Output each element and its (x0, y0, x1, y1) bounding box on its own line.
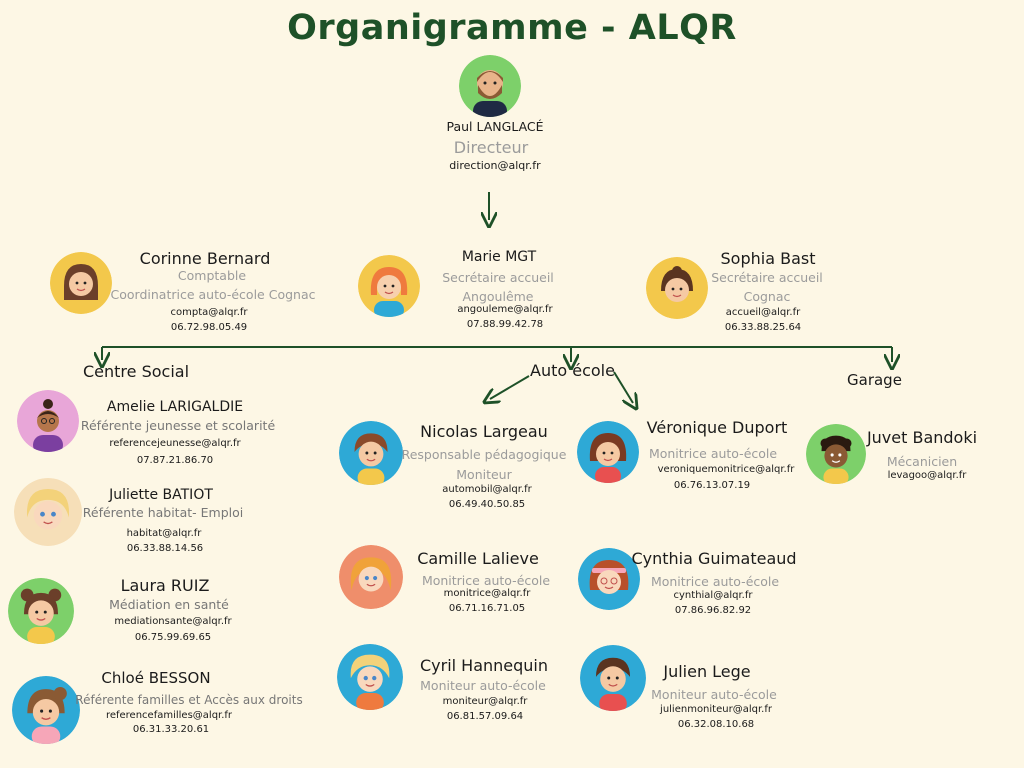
camille-role: Monitrice auto-école (421, 573, 551, 588)
veronique-phone: 06.76.13.07.19 (673, 480, 751, 491)
director-email: direction@alqr.fr (449, 159, 541, 172)
camille-avatar (339, 545, 403, 609)
sophia-avatar (646, 257, 708, 319)
marie-role-2: Angoulême (462, 289, 534, 304)
laura-avatar (8, 578, 74, 644)
nicolas-name: Nicolas Largeau (420, 422, 548, 441)
veronique-name: Véronique Duport (646, 418, 788, 437)
cyril-email: moniteur@alqr.fr (442, 696, 528, 707)
marie-phone: 07.88.99.42.78 (466, 319, 544, 330)
juliette-role: Référente habitat- Emploi (82, 505, 244, 520)
section-garage: Garage (847, 371, 902, 389)
chloe-phone: 06.31.33.20.61 (132, 724, 210, 735)
camille-phone: 06.71.16.71.05 (448, 603, 526, 614)
director-role: Directeur (453, 138, 529, 157)
julien-avatar (580, 645, 646, 711)
nicolas-role: Responsable pédagogique (401, 447, 567, 462)
marie-avatar (358, 255, 420, 317)
juliette-email: habitat@alqr.fr (126, 528, 202, 539)
julien-email: julienmoniteur@alqr.fr (660, 704, 772, 715)
auto-left-arrow (490, 375, 530, 399)
amelie-role: Référente jeunesse et scolarité (80, 418, 276, 433)
juvet-email: levagoo@alqr.fr (887, 470, 967, 481)
cyril-avatar (337, 644, 403, 710)
cyril-role: Moniteur auto-école (420, 678, 546, 693)
nicolas-email: automobil@alqr.fr (442, 484, 532, 495)
nicolas-avatar (339, 421, 403, 485)
camille-name: Camille Lalieve (417, 549, 539, 568)
sophia-role: Secrétaire accueil (711, 270, 823, 285)
juvet-name: Juvet Bandoki (866, 428, 978, 447)
page-title: Organigramme - ALQR (287, 8, 737, 48)
juliette-name: Juliette BATIOT (109, 487, 213, 503)
sophia-email: accueil@alqr.fr (725, 307, 801, 318)
cyril-name: Cyril Hannequin (419, 656, 549, 675)
cyril-phone: 06.81.57.09.64 (446, 711, 524, 722)
sophia-role-2: Cognac (743, 289, 791, 304)
veronique-role: Monitrice auto-école (648, 446, 778, 461)
juliette-phone: 06.33.88.14.56 (126, 543, 204, 554)
section-auto-ecole: Auto école (530, 361, 615, 380)
director-avatar (459, 55, 521, 117)
juvet-role: Mécanicien (886, 454, 958, 469)
julien-role: Moniteur auto-école (651, 687, 777, 702)
amelie-avatar (17, 390, 79, 452)
amelie-name: Amelie LARIGALDIE (106, 399, 244, 415)
chloe-avatar (12, 676, 80, 744)
chloe-name: Chloé BESSON (101, 669, 211, 687)
julien-name: Julien Lege (663, 662, 751, 681)
veronique-avatar (577, 421, 639, 483)
laura-phone: 06.75.99.69.65 (134, 632, 212, 643)
nicolas-phone: 06.49.40.50.85 (448, 499, 526, 510)
laura-name: Laura RUIZ (120, 576, 210, 595)
marie-name: Marie MGT (461, 249, 537, 265)
corinne-avatar (50, 252, 112, 314)
corinne-email: compta@alqr.fr (170, 307, 248, 318)
cynthia-phone: 07.86.96.82.92 (674, 605, 752, 616)
chloe-email: referencefamilles@alqr.fr (105, 710, 233, 721)
chloe-role: Référente familles et Accès aux droits (75, 693, 303, 707)
marie-email: angouleme@alqr.fr (457, 304, 553, 315)
sophia-phone: 06.33.88.25.64 (724, 322, 802, 333)
veronique-email: veroniquemonitrice@alqr.fr (657, 464, 795, 475)
laura-role: Médiation en santé (109, 597, 229, 612)
nicolas-role-2: Moniteur (456, 467, 512, 482)
marie-role: Secrétaire accueil (442, 270, 554, 285)
julien-phone: 06.32.08.10.68 (677, 719, 755, 730)
corinne-role-2: Coordinatrice auto-école Cognac (110, 287, 316, 302)
cynthia-role: Monitrice auto-école (650, 574, 780, 589)
camille-email: monitrice@alqr.fr (443, 588, 531, 599)
auto-right-arrow (613, 371, 633, 403)
cynthia-name: Cynthia Guimateaud (631, 549, 797, 568)
cynthia-email: cynthial@alqr.fr (673, 590, 753, 601)
juvet-avatar (806, 424, 866, 484)
sophia-name: Sophia Bast (720, 249, 816, 268)
section-centre-social: Centre Social (83, 362, 190, 381)
corinne-name: Corinne Bernard (139, 249, 271, 268)
amelie-phone: 07.87.21.86.70 (136, 455, 214, 466)
director-name: Paul LANGLACÉ (446, 119, 544, 134)
cynthia-avatar (578, 548, 640, 610)
corinne-role: Comptable (177, 268, 247, 283)
amelie-email: referencejeunesse@alqr.fr (109, 438, 241, 449)
juliette-avatar (14, 478, 82, 546)
laura-email: mediationsante@alqr.fr (114, 616, 232, 627)
corinne-phone: 06.72.98.05.49 (170, 322, 248, 333)
